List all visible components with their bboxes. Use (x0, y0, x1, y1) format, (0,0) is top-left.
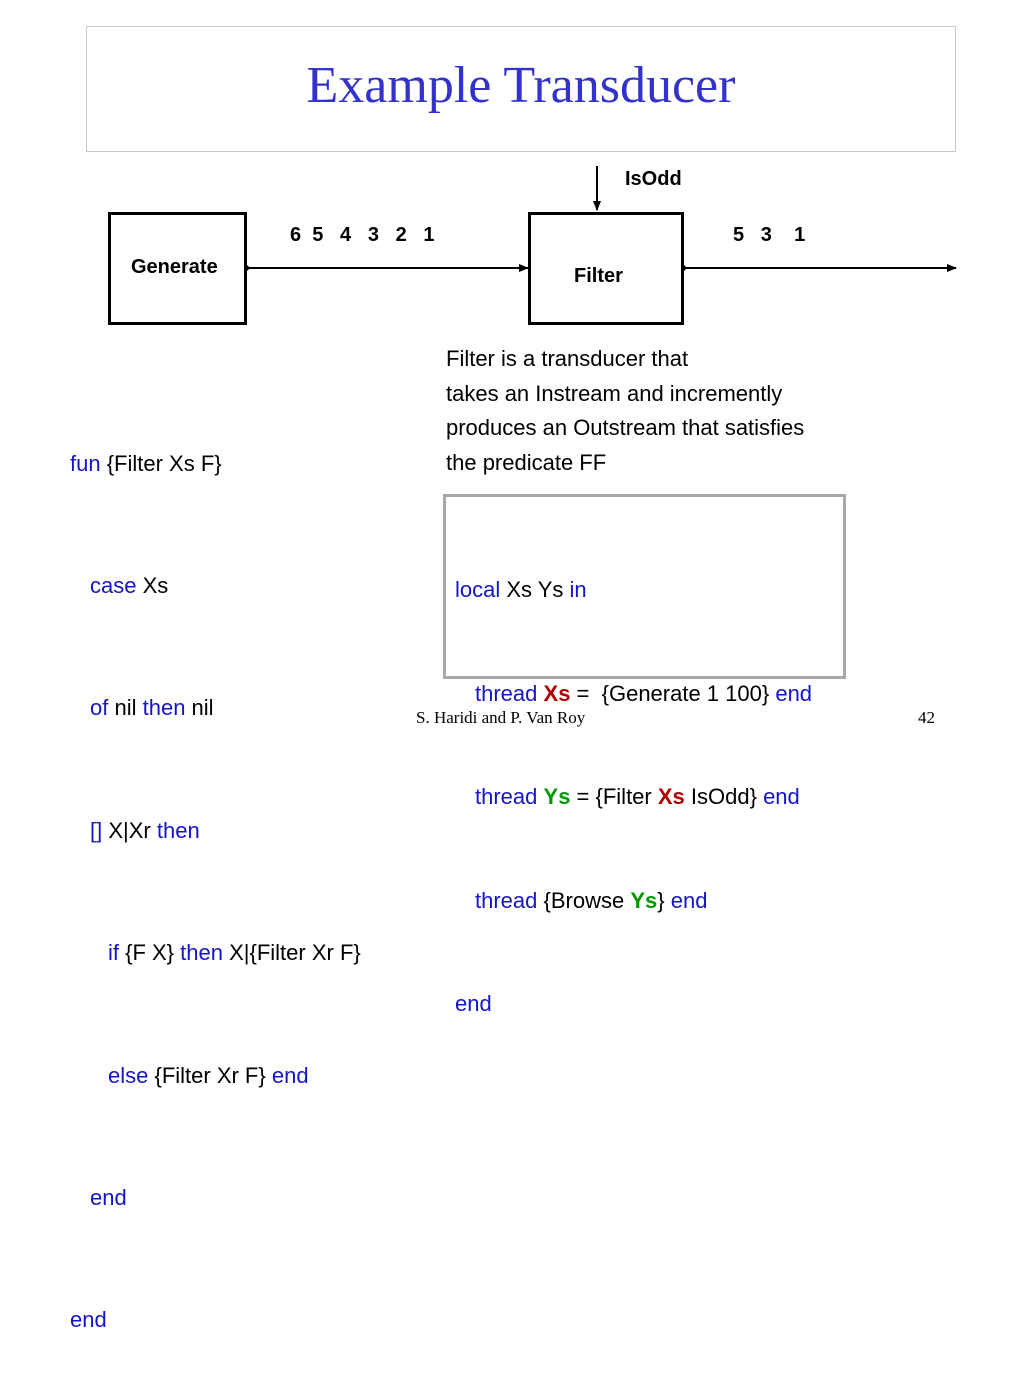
code-line: fun {Filter Xs F} (70, 444, 361, 485)
code-line: thread {Browse Ys} end (455, 884, 843, 919)
description-line: takes an Instream and incremently (446, 380, 783, 406)
code-keyword: end (70, 1307, 107, 1333)
code-text: {Filter Xr F} (148, 1062, 272, 1088)
code-text: nil (185, 695, 214, 721)
code-text: {Browse (537, 887, 631, 913)
code-keyword: [] (90, 817, 103, 843)
code-keyword: then (180, 940, 223, 966)
code-keyword: thread (475, 887, 538, 913)
code-keyword: case (90, 572, 137, 598)
description: Filter is a transducer that takes an Ins… (446, 342, 804, 480)
code-line: case Xs (70, 566, 361, 607)
generate-label: Generate (131, 256, 218, 278)
code-keyword: end (271, 1062, 309, 1088)
code-text: {F X} (119, 940, 181, 966)
code-text: = {Filter (570, 784, 658, 809)
page-number: 42 (918, 708, 935, 727)
code-keyword: in (569, 577, 587, 602)
filter-code: fun {Filter Xs F} case Xs of nil then ni… (70, 362, 361, 1382)
code-keyword: if (108, 940, 119, 966)
code-keyword: then (142, 695, 186, 721)
code-keyword: end (775, 680, 813, 706)
code-line: end (70, 1178, 361, 1219)
code-text: = {Generate 1 100} (570, 680, 776, 706)
code-text: } (657, 887, 671, 913)
footer-authors: S. Haridi and P. Van Roy (416, 708, 586, 727)
title-box: Example Transducer (86, 26, 956, 152)
filter-label: Filter (574, 265, 623, 287)
stream-var-ys: Ys (630, 887, 658, 913)
code-line: if {F X} then X|{Filter Xr F} (70, 933, 361, 974)
code-line: of nil then nil (70, 688, 361, 729)
code-keyword: else (108, 1062, 149, 1088)
generate-block: Generate (108, 212, 247, 325)
code-keyword: fun (70, 450, 101, 476)
code-text: X|Xr (102, 817, 157, 843)
slide-title: Example Transducer (306, 56, 736, 114)
description-line: the predicate FF (446, 449, 607, 475)
code-line: local Xs Ys in (455, 573, 843, 608)
code-line: thread Xs = {Generate 1 100} end (455, 677, 843, 712)
description-line: produces an Outstream that satisfies (446, 415, 805, 440)
code-text: nil (108, 695, 143, 721)
code-keyword: end (670, 887, 708, 913)
code-line: [] X|Xr then (70, 811, 361, 852)
predicate-label: IsOdd (625, 168, 682, 190)
input-stream-values: 6 5 4 3 2 1 (290, 224, 435, 246)
code-keyword: thread (475, 784, 538, 809)
stream-var-ys: Ys (543, 784, 571, 809)
code-text: Xs Ys (500, 577, 570, 602)
code-keyword: end (90, 1184, 127, 1210)
code-keyword: end (763, 784, 800, 809)
code-text: Xs (136, 572, 169, 598)
stream-var-xs: Xs (543, 680, 571, 706)
code-keyword: end (455, 991, 492, 1016)
usage-code-box: local Xs Ys in thread Xs = {Generate 1 1… (443, 494, 846, 1016)
code-line: end (455, 987, 843, 1022)
code-line: end (70, 1300, 361, 1341)
code-text: IsOdd} (684, 784, 764, 809)
description-line: Filter is a transducer that (446, 346, 689, 371)
filter-block: Filter (528, 212, 684, 325)
code-line: thread Ys = {Filter Xs IsOdd} end (455, 780, 843, 815)
stream-var-xs: Xs (657, 784, 685, 809)
code-text: {Filter Xs F} (100, 450, 222, 476)
code-keyword: of (90, 695, 109, 721)
code-text: X|{Filter Xr F} (222, 940, 361, 966)
code-keyword: local (455, 577, 501, 602)
code-keyword: thread (475, 680, 538, 706)
output-stream-values: 5 3 1 (733, 224, 806, 246)
code-line: else {Filter Xr F} end (70, 1056, 361, 1097)
code-keyword: then (156, 817, 200, 843)
